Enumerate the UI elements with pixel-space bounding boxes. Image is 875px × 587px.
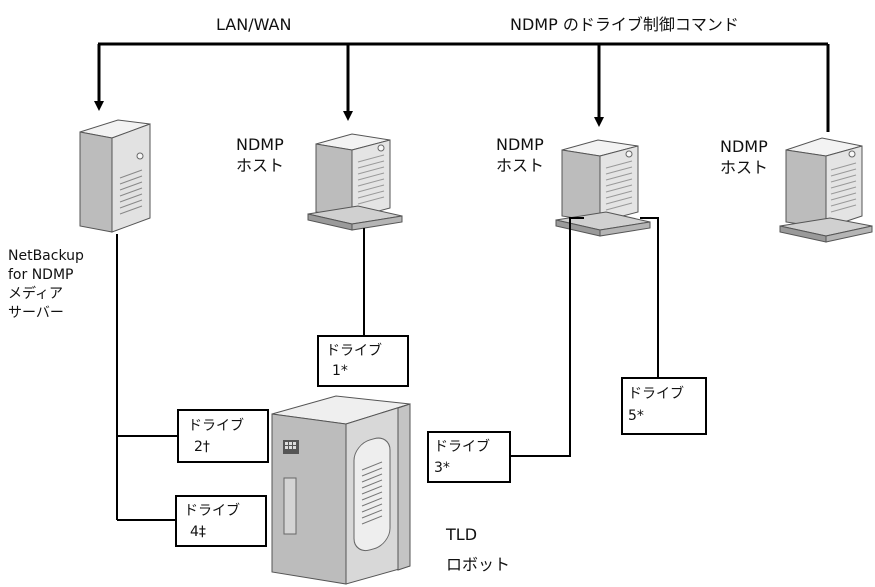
link-media-server-drives [116, 234, 178, 437]
drive-4-label: ドライブ 4‡ [184, 502, 244, 540]
drive-1-line2: 1* [332, 363, 348, 379]
ndmp-host-2-label-line2: ホスト [496, 156, 544, 175]
ndmp-host-2-icon [555, 139, 651, 237]
link-host2-drive3 [508, 217, 584, 457]
drive-4-frame [175, 495, 267, 547]
tld-robot-label-line2: ロボット [446, 555, 510, 574]
network-label: LAN/WAN [216, 15, 291, 34]
ndmp-host-2-label: NDMP ホスト [496, 135, 549, 175]
drive-box-4: ドライブ 4‡ [175, 495, 267, 547]
drive-1-line1: ドライブ [326, 342, 382, 359]
drive-2-frame [177, 409, 269, 463]
ndmp-host-2-label-line1: NDMP [496, 135, 544, 154]
drive-3-line2: 3* [434, 460, 450, 476]
drive-5-line2: 5* [628, 408, 644, 424]
drive-2-label: ドライブ 2† [188, 417, 248, 455]
ndmp-host-3-label-line1: NDMP [720, 137, 768, 156]
media-server-label-line1: NetBackup [8, 248, 84, 264]
drive-3-frame [427, 431, 511, 483]
drive-box-2: ドライブ 2† [177, 409, 269, 463]
drive-box-1: ドライブ 1* [317, 335, 409, 387]
tld-robot-icon [271, 395, 411, 585]
drive-2-line1: ドライブ [188, 417, 244, 434]
drive-3-label: ドライブ 3* [434, 438, 494, 476]
drive-box-3: ドライブ 3* [427, 431, 511, 483]
ndmp-host-3-label: NDMP ホスト [720, 137, 773, 177]
network-bus [94, 42, 830, 132]
ndmp-host-1-icon [307, 133, 403, 231]
ndmp-host-3-icon [779, 137, 873, 243]
drive-box-5: ドライブ 5* [621, 377, 707, 435]
media-server-label-line3: メディア [8, 285, 63, 302]
ndmp-host-1-label-line1: NDMP [236, 135, 284, 154]
drive-2-line2: 2† [194, 439, 210, 455]
commands-label: NDMP のドライブ制御コマンド [510, 15, 739, 34]
drive-5-line1: ドライブ [628, 385, 684, 402]
tld-robot-label: TLD ロボット [445, 525, 510, 574]
media-server-label: NetBackup for NDMP メディア サーバー [8, 248, 88, 321]
ndmp-host-3-label-line2: ホスト [720, 158, 768, 177]
ndmp-host-1-label-line2: ホスト [236, 156, 284, 175]
drive-5-frame [621, 377, 707, 435]
drive-4-line1: ドライブ [184, 502, 240, 519]
media-server-icon [79, 119, 151, 233]
media-server-label-line4: サーバー [8, 305, 64, 321]
drive-5-label: ドライブ 5* [628, 385, 688, 424]
drive-4-line2: 4‡ [190, 524, 206, 540]
drive-1-label: ドライブ 1* [326, 342, 386, 379]
media-server-label-line2: for NDMP [8, 267, 73, 283]
link-host2-drive5 [640, 217, 659, 378]
ndmp-host-1-label: NDMP ホスト [236, 135, 289, 175]
drive-1-frame [317, 335, 409, 387]
drive-3-line1: ドライブ [434, 438, 490, 455]
tld-robot-label-line1: TLD [445, 525, 477, 544]
connections [116, 217, 659, 521]
